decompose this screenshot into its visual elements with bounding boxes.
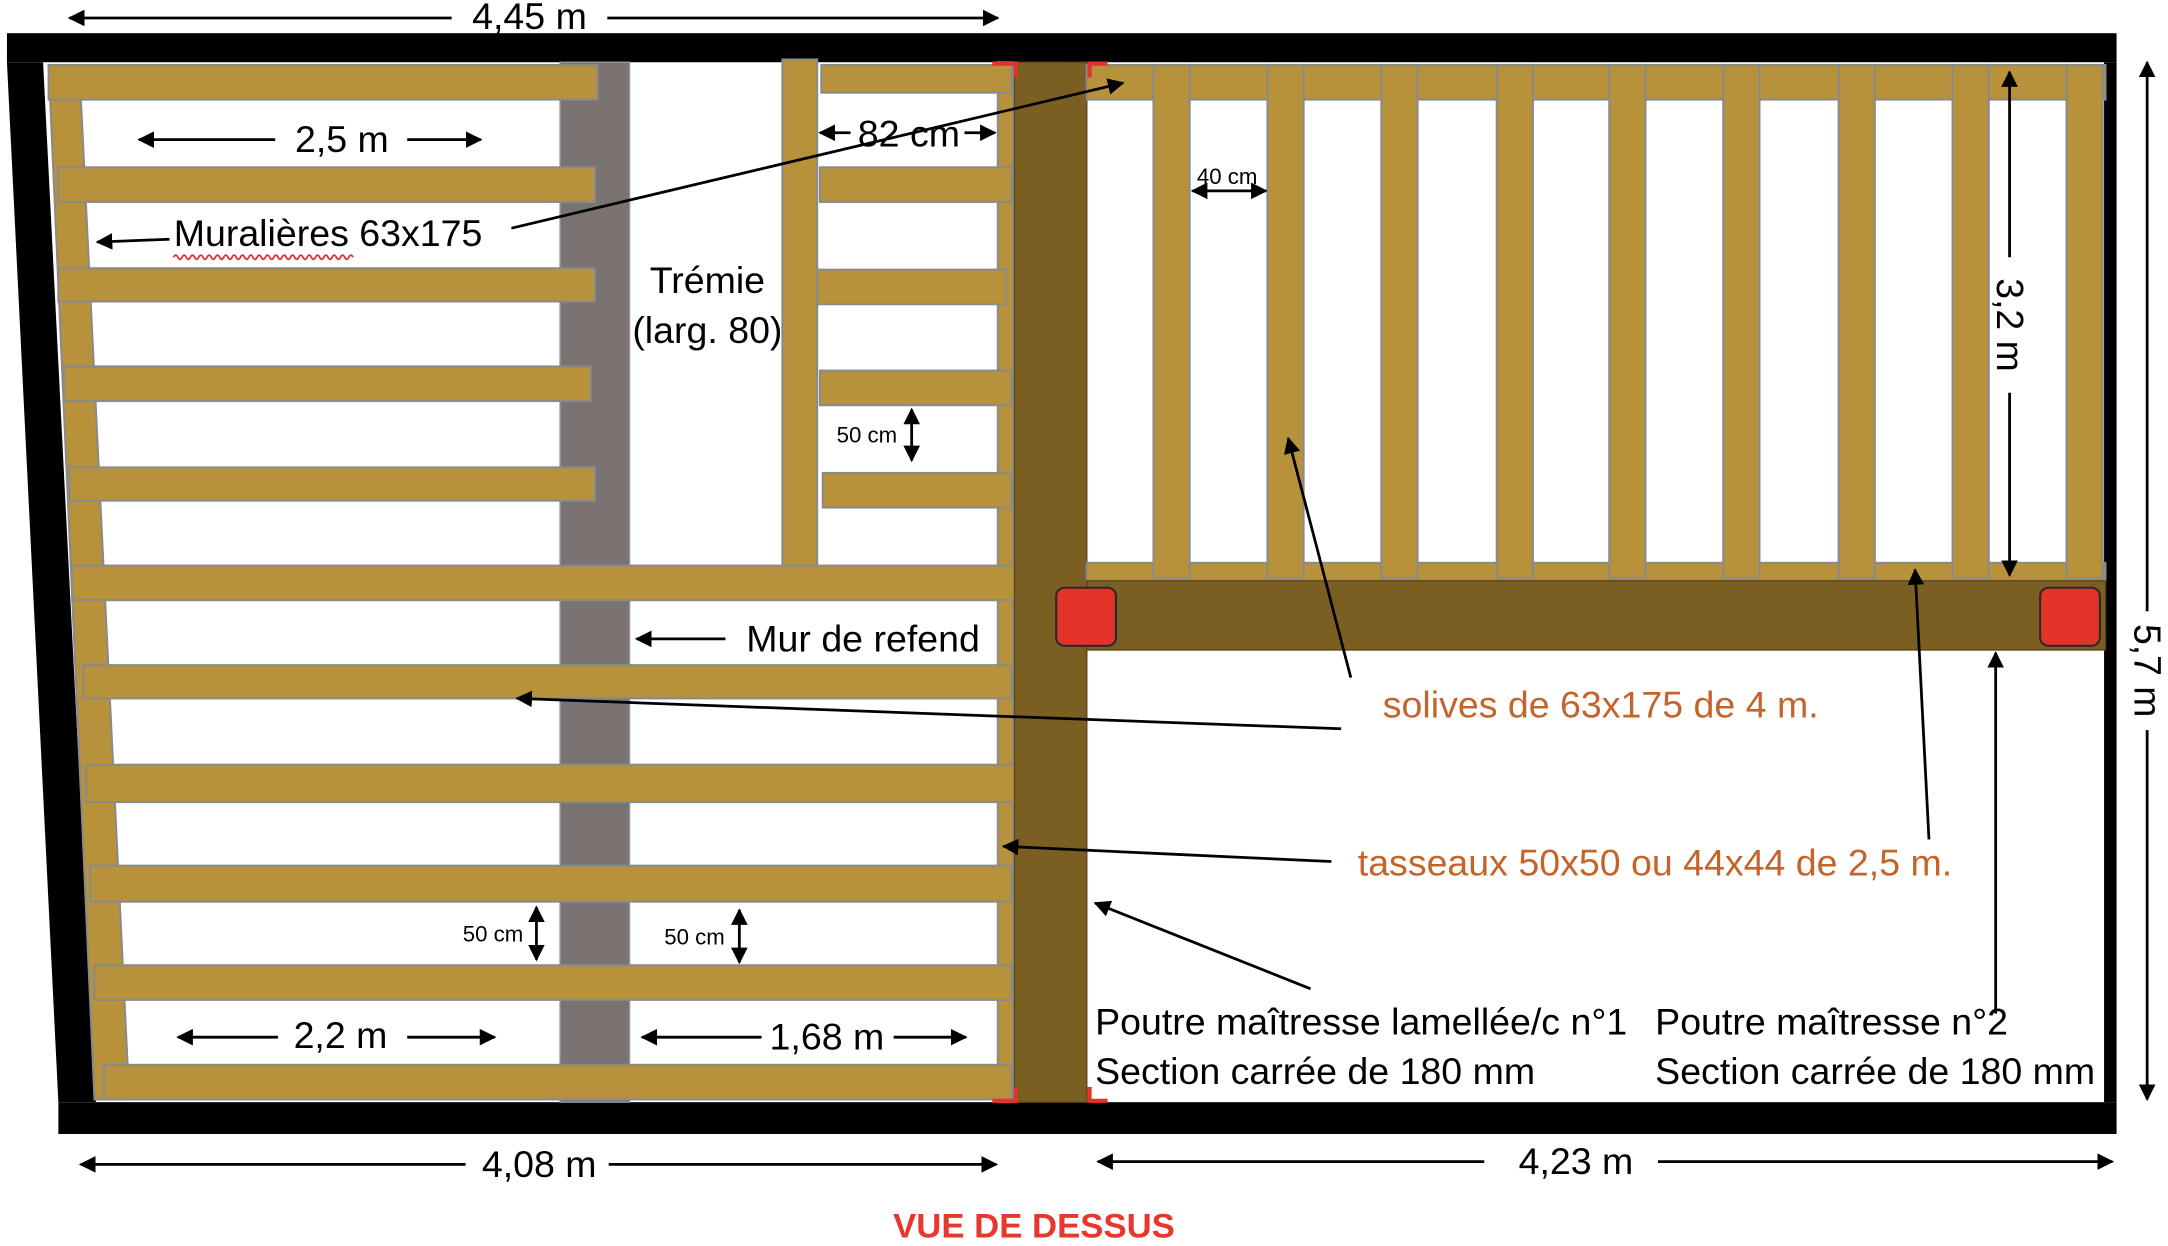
joist-long-5 [93, 964, 1013, 1001]
joist-right-5 [1608, 63, 1647, 580]
outer-wall-top [6, 33, 2117, 63]
dimension-middle-bay-bottom: 1,68 m [770, 1016, 885, 1058]
pointer-batten-vertical [1001, 838, 1332, 863]
spellcheck-underline [172, 254, 354, 261]
dimension-middle-joist-spacing: 50 cm [664, 925, 725, 950]
joist-right-3 [1380, 63, 1419, 580]
wall-plate-top-right [1085, 63, 2107, 101]
main-beam-2 [1086, 580, 2107, 651]
dimension-left-joist-spacing: 50 cm [463, 922, 524, 947]
joist-left-4 [62, 365, 592, 403]
dimension-joist-spacing: 40 cm [1197, 164, 1258, 189]
joist-right-8 [1951, 63, 1990, 580]
joist-right-7 [1837, 63, 1876, 580]
label-stair-opening-width: (larg. 80) [632, 309, 782, 351]
beam-support-right [2039, 586, 2101, 647]
joist-long-1 [71, 564, 1016, 602]
dimension-left-bay-bottom: 2,2 m [294, 1014, 388, 1056]
pointer-batten-horizontal [1907, 568, 1931, 840]
bracket-top-right [1087, 61, 1108, 78]
joist-side-3 [816, 268, 1008, 306]
bracket-bottom-left [992, 1086, 1018, 1103]
bracket-top-left [992, 61, 1018, 78]
outer-wall-right [2104, 62, 2117, 1103]
label-bearing-wall: Mur de refend [746, 617, 980, 659]
label-main-beam-1-section: Section carrée de 180 mm [1095, 1050, 1535, 1092]
label-wall-plates: Muralières 63x175 [174, 212, 483, 254]
joist-long-2 [82, 664, 1013, 700]
joist-left-5 [68, 466, 596, 502]
pointer-joist-right [1284, 436, 1353, 678]
outer-wall-left [6, 62, 96, 1103]
label-battens: tasseaux 50x50 ou 44x44 de 2,5 m. [1358, 841, 1952, 883]
joist-side-1 [820, 63, 1013, 94]
pointer-joist-left [515, 690, 1342, 731]
joist-right-6 [1722, 63, 1761, 580]
joist-right-9 [2065, 63, 2104, 580]
diagram-title: VUE DE DESSUS [893, 1208, 1175, 1246]
dimension-joist-span: 3,2 m [1989, 278, 2031, 371]
label-main-beam-1: Poutre maîtresse lamellée/c n°1 [1095, 1000, 1627, 1042]
pointer-wall-plate-left [95, 233, 170, 250]
dimension-bottom-right-width: 4,23 m [1519, 1140, 1634, 1182]
label-joists: solives de 63x175 de 4 m. [1383, 684, 1819, 726]
joist-long-4 [89, 864, 1013, 903]
joist-long-3 [85, 763, 1016, 804]
joist-side-2 [818, 166, 1013, 203]
label-main-beam-2-section: Section carrée de 180 mm [1655, 1050, 2095, 1092]
pointer-wall-plate-top-right [511, 78, 1125, 230]
main-beam-1 [1013, 61, 1088, 1103]
beam-support-left [1055, 586, 1118, 647]
dimension-overall-depth: 5,7 m [2127, 624, 2168, 717]
joist-side-5 [821, 471, 1013, 509]
joist-left-2 [57, 166, 596, 203]
joist-right-4 [1495, 63, 1534, 580]
joist-left-1 [47, 63, 599, 101]
joist-left-3 [57, 267, 596, 303]
dimension-side-joist-spacing: 50 cm [837, 423, 898, 448]
label-stair-opening: Trémie [650, 259, 765, 301]
label-main-beam-2: Poutre maîtresse n°2 [1655, 1000, 2008, 1042]
joist-right-1 [1152, 63, 1191, 580]
pointer-main-beam-1 [1093, 900, 1312, 991]
bracket-bottom-right [1087, 1086, 1108, 1103]
dimension-left-bay-top: 2,5 m [295, 118, 389, 160]
joist-side-4 [818, 369, 1013, 407]
dimension-bottom-left-width: 4,08 m [482, 1143, 597, 1185]
joist-long-6 [103, 1063, 1013, 1101]
joist-right-2 [1266, 63, 1305, 580]
dimension-overall-top-width: 4,45 m [472, 0, 587, 37]
outer-wall-bottom [58, 1102, 2117, 1134]
trimmer-joist [781, 58, 819, 569]
